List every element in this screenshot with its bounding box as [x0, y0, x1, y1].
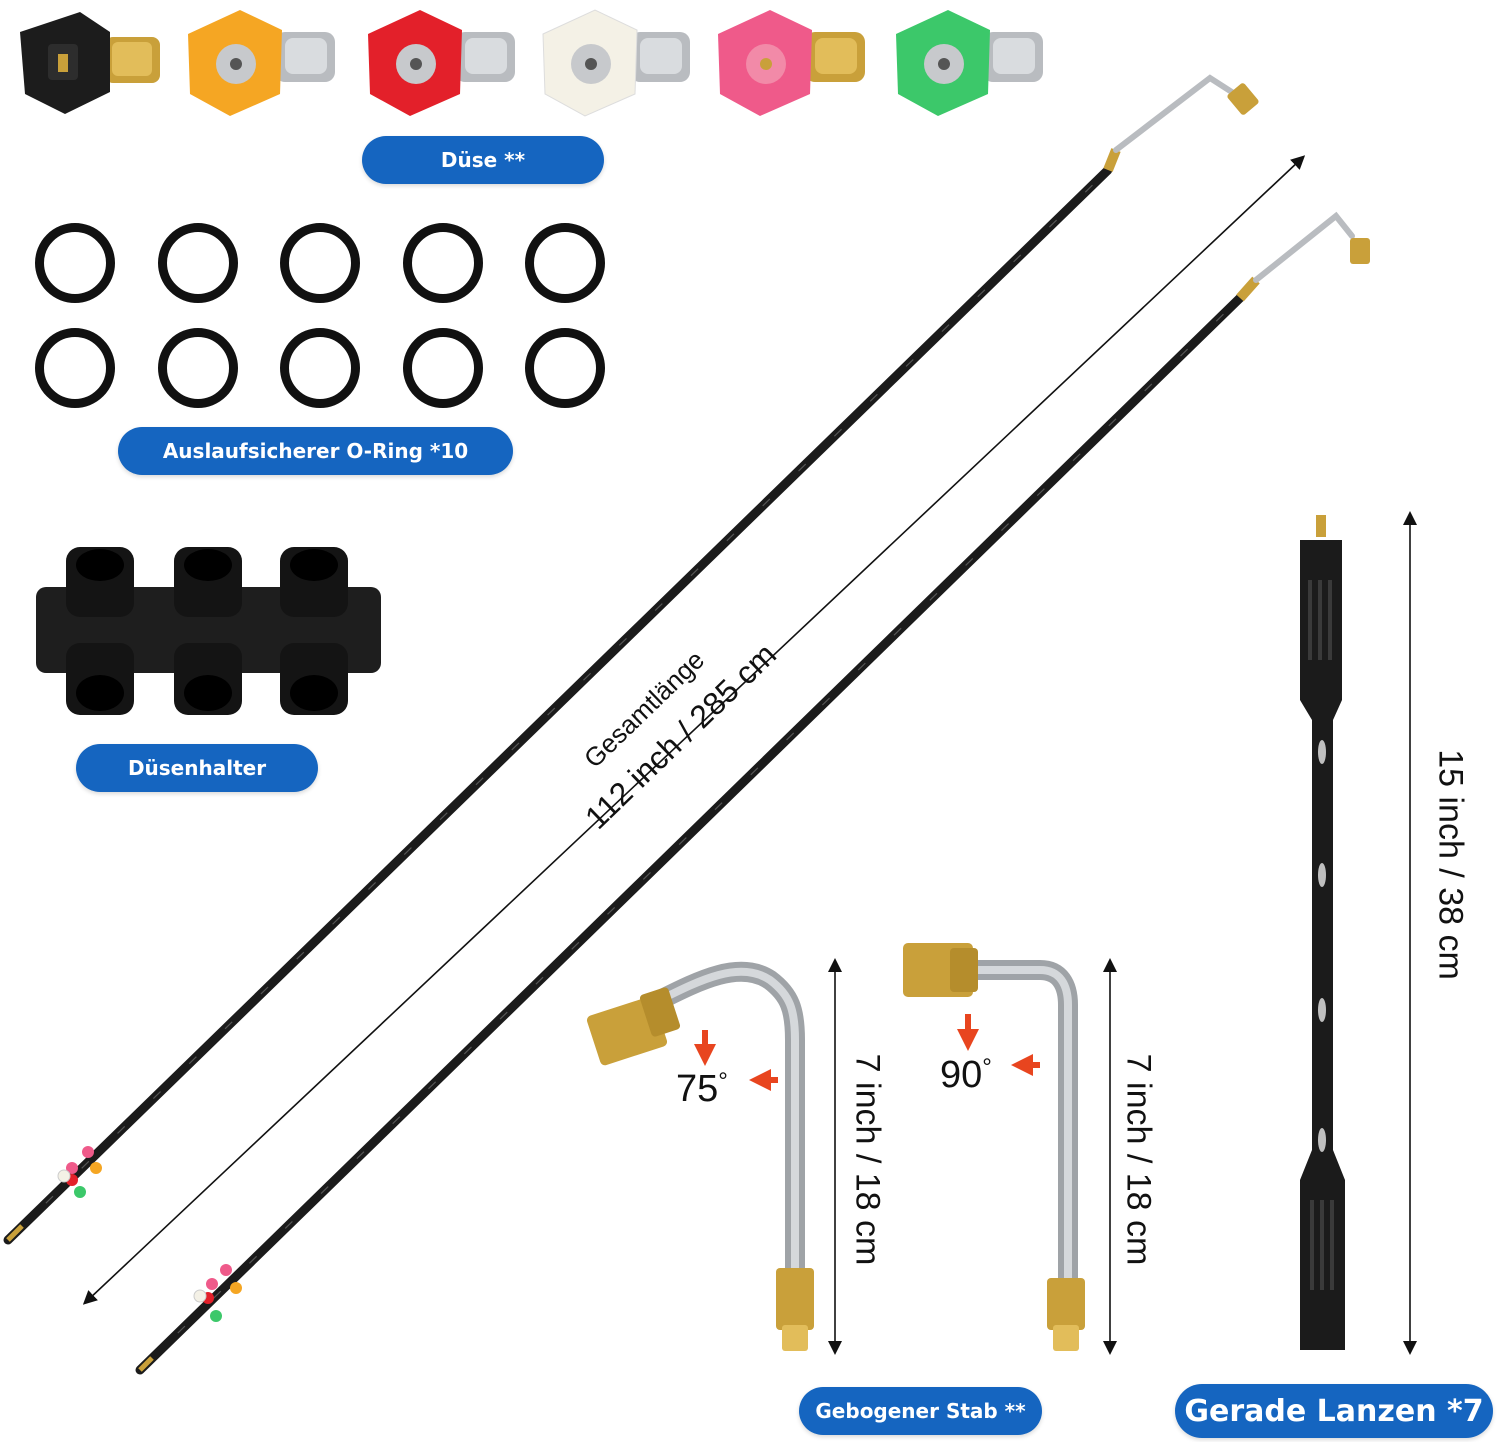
angle-value: 90	[940, 1054, 983, 1096]
bent-length-label-b: 7 inch / 18 cm	[1119, 1053, 1158, 1266]
degree-symbol: °	[718, 1068, 728, 1095]
lance-length-label: 15 inch / 38 cm	[1431, 749, 1470, 980]
bent-rod-90	[903, 943, 1085, 1351]
nozzle-pink	[718, 10, 865, 116]
angle-90-label: 90°	[940, 1054, 992, 1097]
nozzle-black	[20, 12, 160, 114]
nozzle-green	[896, 10, 1043, 116]
straight-lance-label: Gerade Lanzen *7	[1175, 1384, 1493, 1438]
bent-rod-75	[586, 961, 814, 1351]
nozzle-white	[542, 9, 690, 117]
bent-length-label-a: 7 inch / 18 cm	[848, 1053, 887, 1266]
degree-symbol: °	[982, 1054, 992, 1081]
angle-value: 75	[676, 1068, 719, 1110]
straight-lance	[1300, 515, 1345, 1350]
bent-rod-label: Gebogener Stab **	[799, 1387, 1042, 1435]
extension-lance-2	[135, 211, 1370, 1375]
nozzle-yellow	[188, 10, 335, 116]
total-length-arrow	[82, 155, 1306, 1305]
nozzle-red	[368, 10, 515, 116]
angle-75-label: 75°	[676, 1068, 728, 1111]
